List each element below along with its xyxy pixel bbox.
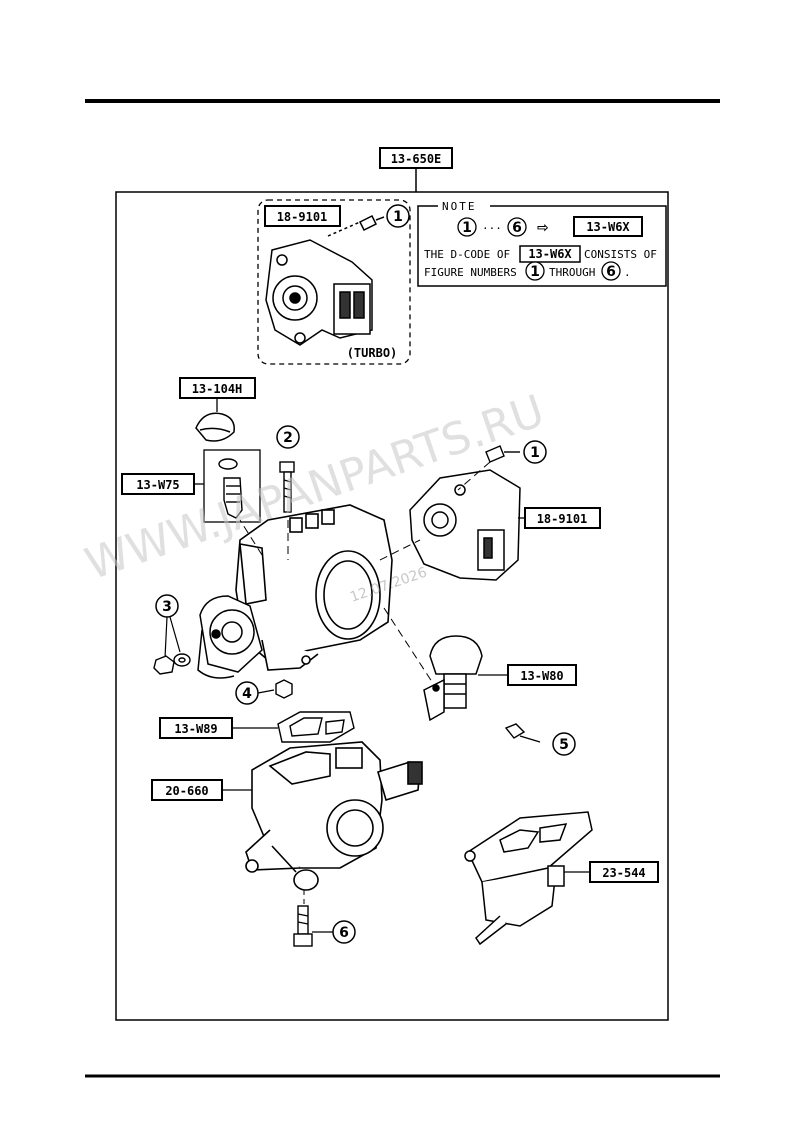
note-ellipsis: ··· [482,222,502,235]
callout-3[interactable]: 3 [155,594,179,618]
svg-text:5: 5 [559,737,569,753]
label-23-544[interactable]: 23-544 [589,861,659,883]
callout-5[interactable]: 5 [552,732,576,756]
label-13-w89[interactable]: 13-W89 [159,717,233,739]
svg-text:3: 3 [162,599,172,615]
svg-text:4: 4 [242,686,252,702]
svg-text:13-W80: 13-W80 [520,669,563,683]
throttle-body [235,504,393,671]
bolt-2 [279,461,295,513]
note-code[interactable]: 13-W6X [586,220,630,234]
svg-text:2: 2 [283,430,293,446]
label-13-w75[interactable]: 13-W75 [121,473,195,495]
svg-text:13-104H: 13-104H [192,382,243,396]
note-line2-a: 1 [530,264,540,280]
callout-2[interactable]: 2 [276,425,300,449]
note-to-num: 6 [512,220,522,236]
label-18-9101[interactable]: 18-9101 [524,507,601,529]
callout-1-main[interactable]: 1 [523,440,547,464]
svg-text:6: 6 [339,925,349,941]
gasket-13-w89 [277,711,355,743]
assembly-frame [115,191,669,1021]
svg-text:18-9101: 18-9101 [277,210,328,224]
cap-part-13-104h [195,412,235,442]
valve-13-w80 [423,635,483,722]
note-line1-post: CONSISTS OF [584,248,657,261]
note-line1-code[interactable]: 13-W6X [528,247,572,261]
label-13-650e[interactable]: 13-650E [379,147,453,169]
note-title: NOTE [442,200,477,213]
housing-20-660 [245,741,423,891]
label-13-650e-text: 13-650E [391,152,442,166]
label-20-660[interactable]: 20-660 [151,779,223,801]
turbo-option-box [257,199,411,365]
note-line2-pre: FIGURE NUMBERS [424,266,517,279]
svg-text:13-W75: 13-W75 [136,478,179,492]
note-line2-end: . [624,266,631,279]
callout-4[interactable]: 4 [235,681,259,705]
callout-6[interactable]: 6 [332,920,356,944]
label-13-104h[interactable]: 13-104H [179,377,256,399]
turbo-caption: (TURBO) [347,346,398,360]
label-13-w80[interactable]: 13-W80 [507,664,577,686]
throttle-position-sensor-turbo [265,221,373,346]
note-line2-mid: THROUGH [549,266,595,279]
svg-text:20-660: 20-660 [165,784,208,798]
note-arrow: ⇨ [537,220,549,236]
svg-text:1: 1 [530,445,540,461]
w75-parts-box [203,449,261,523]
bolt-5 [504,723,541,743]
nut-washer-3 [153,653,191,675]
throttle-position-sensor [409,469,521,581]
bolt-6 [293,905,313,947]
svg-text:1: 1 [393,209,403,225]
svg-text:18-9101: 18-9101 [537,512,588,526]
note-line1-pre: THE D-CODE OF [424,248,510,261]
note-from-num: 1 [462,220,472,236]
note-box: NOTE 1 ··· 6 ⇨ 13-W6X THE D-CODE OF 13-W… [417,200,667,287]
valve-parts-13-w75 [218,458,243,519]
throttle-pulley [197,595,263,679]
nut-4 [275,679,293,699]
callout-1-top[interactable]: 1 [386,204,410,228]
note-line2-b: 6 [606,264,616,280]
housing-23-544 [464,811,593,946]
svg-text:23-544: 23-544 [602,866,645,880]
label-18-9101-turbo[interactable]: 18-9101 [264,205,341,227]
screw-main [485,445,520,463]
screw-turbo [358,214,385,232]
svg-text:13-W89: 13-W89 [174,722,217,736]
